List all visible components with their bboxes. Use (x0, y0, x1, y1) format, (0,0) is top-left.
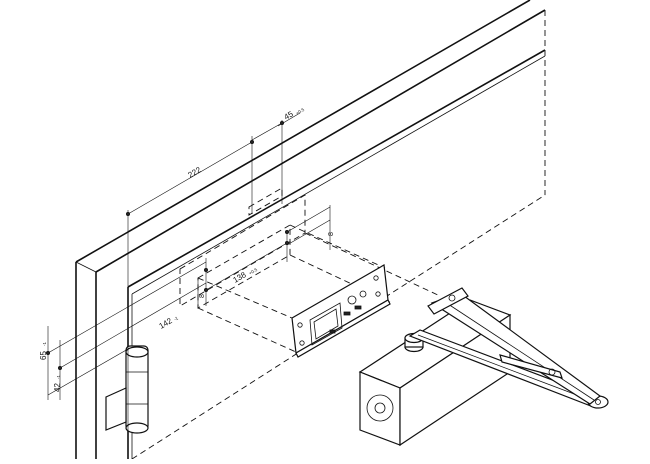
dim-45-tolerance: +0.5 (295, 107, 306, 116)
dim-65-label: 65 (39, 351, 48, 360)
dim-65-tolerance: -1 (42, 342, 47, 346)
dim-222-label: 222 (187, 165, 204, 180)
door-frame (75, 0, 546, 459)
dimension-markers (46, 121, 289, 370)
dim-138-tolerance: +0.5 (248, 267, 259, 276)
template-outline (179, 187, 306, 309)
dim-142-tolerance: -1 (173, 315, 179, 322)
dim-138-label: 138 (232, 270, 249, 285)
dim-8-right-label: 8 (328, 232, 335, 236)
hinge (105, 345, 149, 434)
dim-8-left-label: 8 (199, 294, 206, 298)
dim-42-tolerance: -1 (56, 375, 61, 379)
dim-42-label: 42 (53, 383, 62, 392)
closer-arm (408, 287, 609, 409)
mounting-plate (291, 264, 391, 358)
dim-45-label: 45 (283, 109, 296, 122)
dim-142-label: 142 (158, 316, 175, 331)
